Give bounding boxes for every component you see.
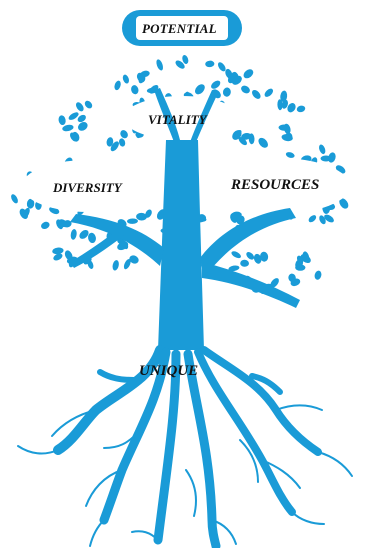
leaf [252, 89, 261, 99]
tree-trunk [158, 140, 204, 350]
leaf [280, 90, 288, 102]
upper-twig [154, 88, 180, 142]
lower-right-branch [202, 262, 300, 308]
leaf [22, 207, 30, 219]
leaf [145, 209, 152, 218]
leaf [308, 215, 317, 223]
leaf [277, 99, 283, 111]
leaf [75, 102, 84, 112]
leaf [112, 260, 119, 271]
leaf [123, 258, 131, 270]
leaf [52, 247, 64, 255]
leaf [156, 59, 163, 71]
label-potential: POTENTIAL [142, 21, 217, 36]
leaf [58, 115, 66, 126]
leaf [253, 253, 262, 264]
left-twig [70, 228, 126, 268]
leaf [69, 132, 77, 142]
leaf [78, 122, 88, 131]
upper-twig-right [190, 90, 218, 142]
leaf [68, 112, 79, 120]
tree-roots [17, 345, 353, 548]
leaf [217, 62, 226, 72]
leaf [62, 124, 74, 132]
leaf [136, 212, 147, 221]
leaf [70, 229, 77, 240]
leaf [243, 69, 254, 79]
leaf [182, 55, 189, 64]
leaf [236, 215, 245, 225]
label-diversity: DIVERSITY [53, 180, 122, 195]
leaf [324, 214, 334, 223]
leaf [77, 114, 86, 123]
leaf [138, 73, 146, 84]
leaf [79, 229, 89, 239]
leaf [120, 130, 128, 139]
leaf [106, 137, 114, 147]
leaf [53, 253, 63, 261]
leaf [339, 198, 349, 209]
leaf [149, 85, 159, 94]
potential-bubble-inner [136, 16, 228, 40]
left-branch [70, 214, 164, 266]
leaf [296, 105, 306, 113]
leaf [328, 152, 336, 163]
leaf [127, 218, 138, 224]
leaf [283, 123, 291, 135]
leaf [88, 232, 96, 244]
leaf [287, 103, 296, 113]
leaf [258, 137, 268, 148]
leaf [281, 99, 289, 109]
leaf [195, 84, 205, 95]
leaf [58, 219, 68, 228]
leaf [285, 152, 295, 158]
leaf [110, 141, 119, 152]
leaf [11, 194, 18, 204]
leaf [84, 100, 93, 109]
leaf [41, 221, 50, 229]
leaf [119, 138, 126, 147]
leaf [131, 85, 139, 95]
leaf [270, 278, 279, 288]
leaf [205, 60, 215, 68]
label-unique: UNIQUE [139, 363, 199, 379]
leaf [319, 144, 326, 155]
leaf [228, 265, 240, 272]
leaf [117, 241, 129, 251]
leaf [231, 251, 241, 259]
leaf [114, 80, 121, 91]
leaf [319, 215, 326, 225]
leaf [241, 85, 250, 94]
leaf [296, 255, 304, 264]
leaf [211, 80, 221, 89]
leaf [281, 134, 293, 142]
leaf [295, 264, 306, 271]
leaf [246, 251, 255, 260]
leaf [238, 137, 248, 146]
label-vitality: VITALITY [148, 112, 207, 127]
leaf [175, 60, 185, 69]
leaf [122, 74, 129, 84]
leaf [26, 198, 35, 209]
right-branch [200, 208, 296, 278]
leaf [314, 270, 322, 280]
label-resources: RESOURCES [231, 177, 320, 193]
leaf [240, 259, 249, 267]
leaf [290, 278, 301, 287]
leaf [264, 88, 274, 97]
leaf [64, 250, 73, 261]
leaf [302, 251, 310, 263]
leaf [231, 75, 242, 85]
leaf [241, 133, 252, 140]
leaf [129, 255, 139, 264]
leaf [222, 87, 231, 97]
leaf [260, 251, 269, 262]
